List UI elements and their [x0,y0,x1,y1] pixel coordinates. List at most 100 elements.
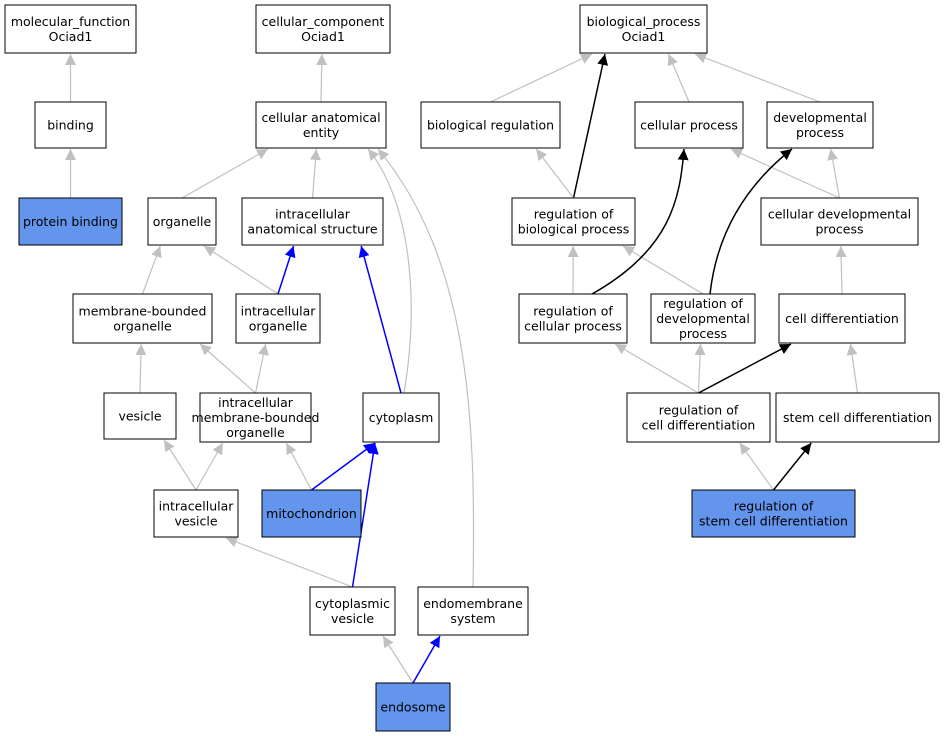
node-label-line: organelle [113,319,172,334]
edge-vesicle-to-mbo [135,343,147,394]
edge-rdp-to-rbp [622,245,704,295]
edge-cv-to-cytoplasm [351,442,379,588]
node-label-line: vesicle [118,409,161,424]
node-box [147,197,217,246]
node-box [626,392,771,443]
node-box [518,293,628,344]
node-cp[interactable]: cellular process [634,101,744,149]
node-box [72,293,213,344]
node-box [650,293,756,344]
node-cd[interactable]: cell differentiation [778,293,906,344]
node-breg[interactable]: biological regulation [420,101,561,149]
node-label-line: Ociad1 [49,29,93,44]
node-endosome[interactable]: endosome [375,682,451,732]
edge-rbp-to-breg [535,148,574,199]
node-vesicle[interactable]: vesicle [103,392,177,440]
edge-ias-to-cae [309,148,321,199]
edge-rcd-to-cd [698,343,792,394]
edge-dp-to-bp [694,52,821,103]
node-label-line: Ociad1 [622,29,666,44]
node-label-line: process [796,125,844,140]
node-label-line: developmental [773,110,867,125]
node-label-line: anatomical structure [247,222,377,237]
node-label-line: entity [303,125,340,140]
node-label-line: intracellular [241,304,317,319]
node-cytoplasm[interactable]: cytoplasm [362,392,440,443]
node-label-line: cellular process [640,118,738,133]
edge-cv-to-iv [225,536,353,588]
node-label-line: endosome [380,700,446,715]
edge-rscd-to-scd [772,442,812,491]
edge-cdp-to-cp [730,148,840,199]
node-box [235,293,321,344]
edge-cp-to-bp [667,53,690,103]
node-label-line: cellular developmental [768,207,911,222]
node-box [375,682,451,732]
node-mito[interactable]: mitochondrion [261,489,362,538]
edge-rscd-to-rcd [739,442,774,491]
node-box [261,489,362,538]
node-label-line: membrane-bounded [79,304,207,319]
node-label-line: biological regulation [427,118,554,133]
node-box [766,101,874,149]
edge-endosome-to-ems [412,635,441,684]
edge-rcp-to-cp [591,148,689,295]
node-box [579,4,708,54]
node-label-line: organelle [226,425,285,440]
edge-breg-to-bp [490,53,593,103]
edge-imbo-to-mbo [199,343,256,394]
node-box [775,392,940,443]
node-label-line: regulation of [663,296,743,311]
node-label-line: cellular_component [262,14,385,29]
edge-rdp-to-dp [709,148,793,295]
node-label-line: regulation of [659,403,739,418]
node-box [255,4,391,54]
edge-cdp-to-dp [827,148,841,199]
node-label-line: intracellular [159,499,235,514]
edge-scd-to-cd [846,343,859,394]
node-scd[interactable]: stem cell differentiation [775,392,940,443]
node-box [634,101,744,149]
node-box [420,101,561,149]
node-label-line: cell differentiation [642,418,756,433]
edge-rbp-to-bp [572,53,609,199]
edge-organelle-to-cae [181,148,269,199]
edge-cd-to-cdp [835,245,847,295]
node-label-line: process [815,222,863,237]
node-label-line: cellular process [524,319,622,334]
node-label-line: cytoplasm [369,410,434,425]
edge-ems-to-cae [377,148,475,588]
node-label-line: binding [47,118,94,133]
node-box [34,101,107,149]
node-binding[interactable]: binding [34,101,107,149]
node-box [691,489,856,538]
edge-cytoplasm-to-ias [358,245,402,394]
node-organelle[interactable]: organelle [147,197,217,246]
node-label-line: cytoplasmic [315,596,390,611]
node-protein-binding[interactable]: protein binding [18,197,123,246]
node-label-line: intracellular [275,207,351,222]
node-label-line: process [679,326,727,341]
node-label-line: stem cell differentiation [699,514,848,529]
node-label-line: vesicle [331,611,374,626]
